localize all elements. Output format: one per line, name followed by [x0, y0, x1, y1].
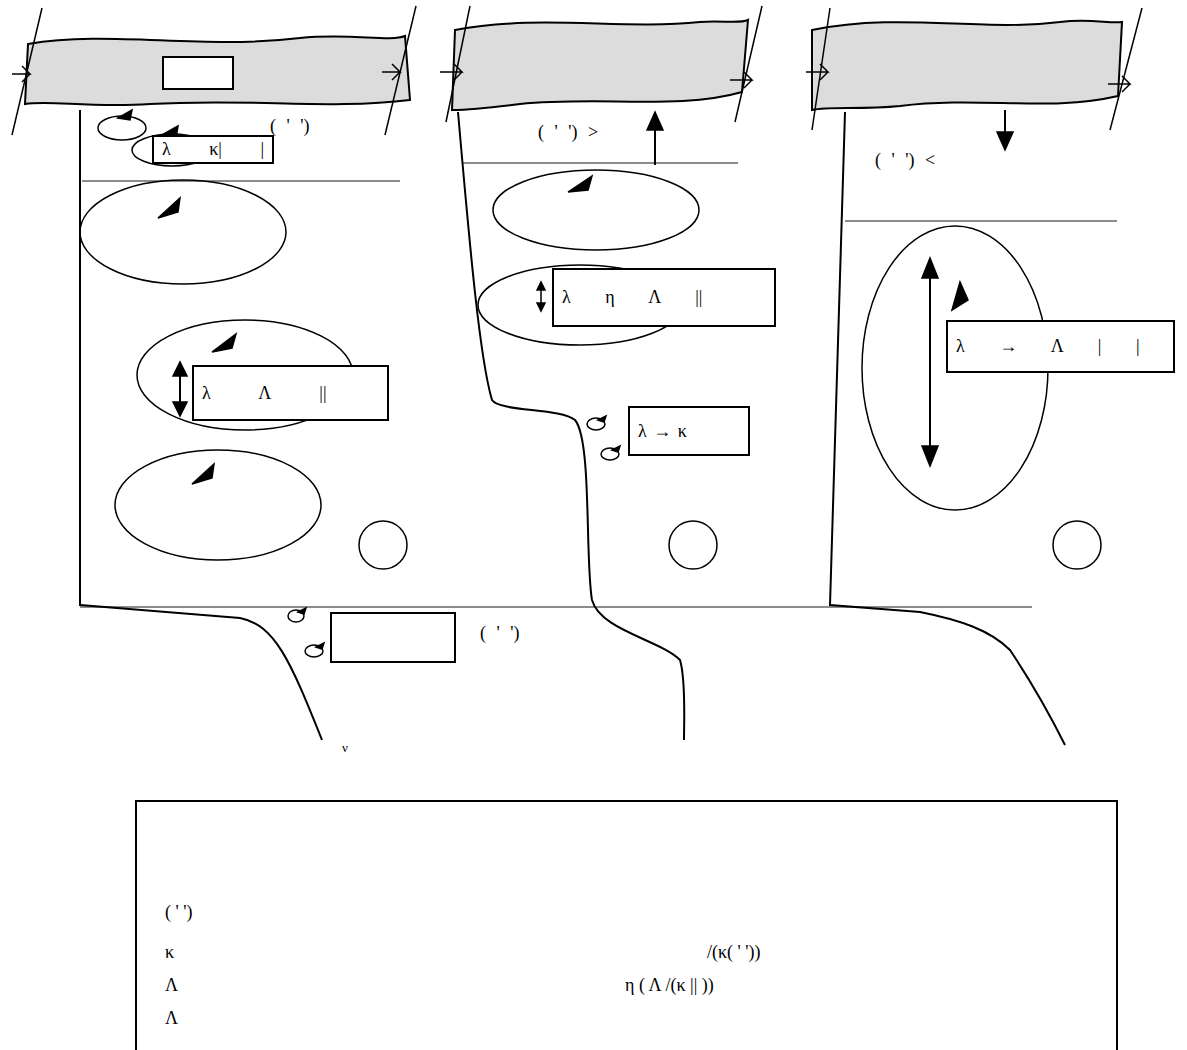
wall-line [79, 110, 81, 606]
layer-line [82, 180, 400, 182]
break-mark [382, 64, 400, 80]
scale-arrow [929, 274, 931, 450]
arrowhead [212, 334, 236, 352]
symbol-text: λ Λ || [202, 383, 327, 404]
edge-line [812, 8, 830, 130]
legend-entry: κ [165, 942, 174, 963]
arrowhead [647, 112, 663, 130]
edge-line [446, 6, 470, 122]
arrowhead [173, 402, 187, 416]
small-eddy [98, 116, 146, 140]
symbol-box: λ Λ || [192, 365, 389, 421]
symbol-text: λ → κ [638, 421, 687, 442]
symbol-text: λ η Λ || [562, 287, 702, 308]
break-mark [12, 66, 30, 82]
empty-box [163, 57, 233, 89]
boundary-band [25, 36, 410, 105]
scale-arrow [179, 374, 181, 404]
layer-line [845, 220, 1117, 222]
eddy [80, 180, 286, 284]
symbol-text: λ → Λ | | [956, 336, 1140, 357]
symbol-box: λ η Λ || [552, 268, 776, 327]
symbol-box: λ → κ [628, 406, 750, 456]
scale-arrow [540, 290, 542, 304]
break-mark [440, 64, 462, 80]
break-mark [730, 72, 752, 88]
flux-arrow [654, 125, 656, 165]
sensor-circle [359, 521, 407, 569]
arrowhead [192, 464, 214, 484]
sensor-circle [669, 521, 717, 569]
arrowhead [298, 608, 306, 614]
arrowhead [316, 643, 324, 649]
arrowhead [952, 282, 968, 310]
arrowhead [922, 446, 938, 466]
profile-curve [80, 605, 322, 740]
arrowhead [997, 132, 1013, 150]
edge-line [385, 6, 416, 135]
symbol-box: λ → Λ | | [946, 320, 1175, 373]
legend-box: ( ' ') κ /(κ( ' ')) Λη ( Λ /(κ || )) Λ [135, 800, 1118, 1050]
eddy [115, 450, 321, 560]
sensor-circle [1053, 521, 1101, 569]
arrowhead [598, 416, 606, 422]
layer-line [463, 162, 738, 164]
break-mark [1108, 76, 1130, 92]
arrowhead [922, 258, 938, 278]
edge-line [1110, 8, 1142, 130]
symbol-label: ( ' ') < [875, 150, 935, 171]
arrowhead [158, 198, 180, 218]
profile-curve [830, 112, 1065, 745]
break-mark [806, 64, 828, 80]
symbol-label: ν [342, 740, 348, 756]
boundary-band [452, 20, 748, 110]
layer-line [80, 606, 1032, 608]
symbol-box: λ κ| | [152, 135, 274, 164]
symbol-label: ( ' ') [270, 116, 309, 137]
arrowhead [537, 282, 545, 290]
legend-entry: Λ [165, 975, 178, 996]
symbol-label: ( ' ') [480, 623, 519, 644]
arrowhead [537, 303, 545, 311]
edge-line [735, 6, 762, 122]
symbol-label: ( ' ') > [538, 122, 598, 143]
arrowhead [118, 110, 132, 120]
edge-line [12, 8, 42, 135]
arrowhead [612, 446, 620, 452]
arrowhead [568, 176, 592, 192]
empty-box [331, 613, 455, 662]
legend-entry: Λ [165, 1008, 178, 1029]
legend-entry: η ( Λ /(κ || )) [625, 975, 714, 996]
legend-entry: /(κ( ' ')) [707, 942, 761, 963]
arrowhead [173, 362, 187, 376]
symbol-text: λ κ| | [162, 139, 264, 160]
boundary-band [812, 21, 1122, 110]
legend-entry: ( ' ') [165, 902, 192, 923]
eddy [493, 170, 699, 250]
